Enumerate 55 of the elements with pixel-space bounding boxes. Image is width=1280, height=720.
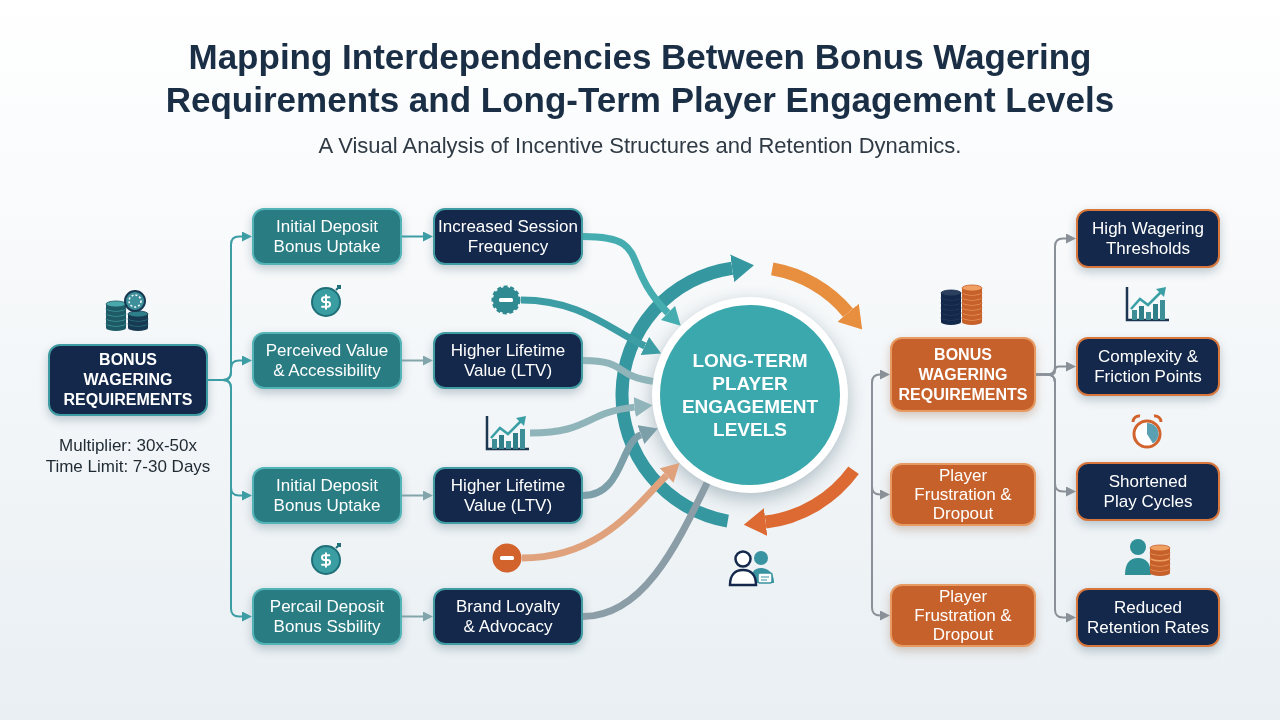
process-box — [433, 467, 583, 524]
process-box — [433, 588, 583, 645]
subtitle: A Visual Analysis of Incentive Structures and Retention Dynamics. — [318, 132, 962, 160]
arrow — [1035, 373, 1076, 623]
process-box — [1076, 209, 1220, 268]
minus-circle-icon — [492, 543, 522, 573]
note-text: Time Limit: 7-30 Days — [45, 456, 211, 477]
arrow — [520, 296, 661, 355]
connector-line — [582, 481, 711, 620]
process-box — [252, 467, 402, 524]
process-box — [1076, 337, 1220, 396]
node-label: Higher Lifetime Value (LTV) — [449, 340, 567, 381]
node-label: Brand Loyalty & Advocacy — [455, 596, 561, 637]
process-box — [48, 344, 208, 416]
arrow — [401, 231, 433, 242]
node-label: Perceived Value & Accessibility — [264, 340, 390, 381]
chart-icon — [484, 414, 530, 452]
node-label: Complexity & Friction Points — [1093, 346, 1203, 387]
process-box — [252, 332, 402, 389]
process-box — [252, 588, 402, 645]
node-label: Increased Session Frequency — [437, 216, 579, 257]
process-box — [433, 208, 583, 265]
node-label: Reduced Retention Rates — [1086, 597, 1210, 638]
connector-line — [582, 357, 654, 385]
node-label: Player Frustration & Dropout — [913, 466, 1013, 523]
arrow — [582, 425, 657, 499]
node-label: Player Frustration & Dropout — [913, 587, 1013, 644]
process-box — [252, 208, 402, 265]
node-label: LONG-TERM PLAYER ENGAGEMENT LEVELS — [680, 349, 820, 441]
arrow — [521, 462, 680, 562]
process-box — [433, 332, 583, 389]
node-label: BONUS WAGERING REQUIREMENTS — [897, 344, 1029, 405]
arrow — [401, 611, 433, 622]
arrow — [401, 355, 433, 366]
node-label: Percail Deposit Bonus Ssbility — [268, 596, 386, 637]
note-text: Multiplier: 30x-50x — [59, 435, 197, 456]
node-label: Higher Lifetime Value (LTV) — [449, 475, 567, 516]
node-label: Shortened Play Cycles — [1102, 471, 1194, 512]
arrow — [871, 369, 890, 441]
node-label: BONUS WAGERING REQUIREMENTS — [62, 350, 194, 410]
process-box — [890, 337, 1036, 412]
minus-circle-icon — [491, 285, 521, 315]
process-box — [1076, 462, 1220, 521]
process-box — [890, 584, 1036, 647]
process-box — [1076, 588, 1220, 647]
arrow — [401, 490, 433, 501]
node-label: Initial Deposit Bonus Uptake — [272, 216, 382, 257]
node-label: High Wagering Thresholds — [1091, 218, 1205, 259]
arrow — [207, 379, 252, 622]
arrow — [871, 439, 890, 621]
arrow — [582, 233, 681, 327]
arrow — [529, 397, 653, 437]
process-box — [890, 463, 1036, 526]
node-label: Initial Deposit Bonus Uptake — [272, 475, 382, 516]
title: Mapping Interdependencies Between Bonus Wagering Requirements and Long-Term Player Engagement Levels — [164, 36, 1116, 121]
